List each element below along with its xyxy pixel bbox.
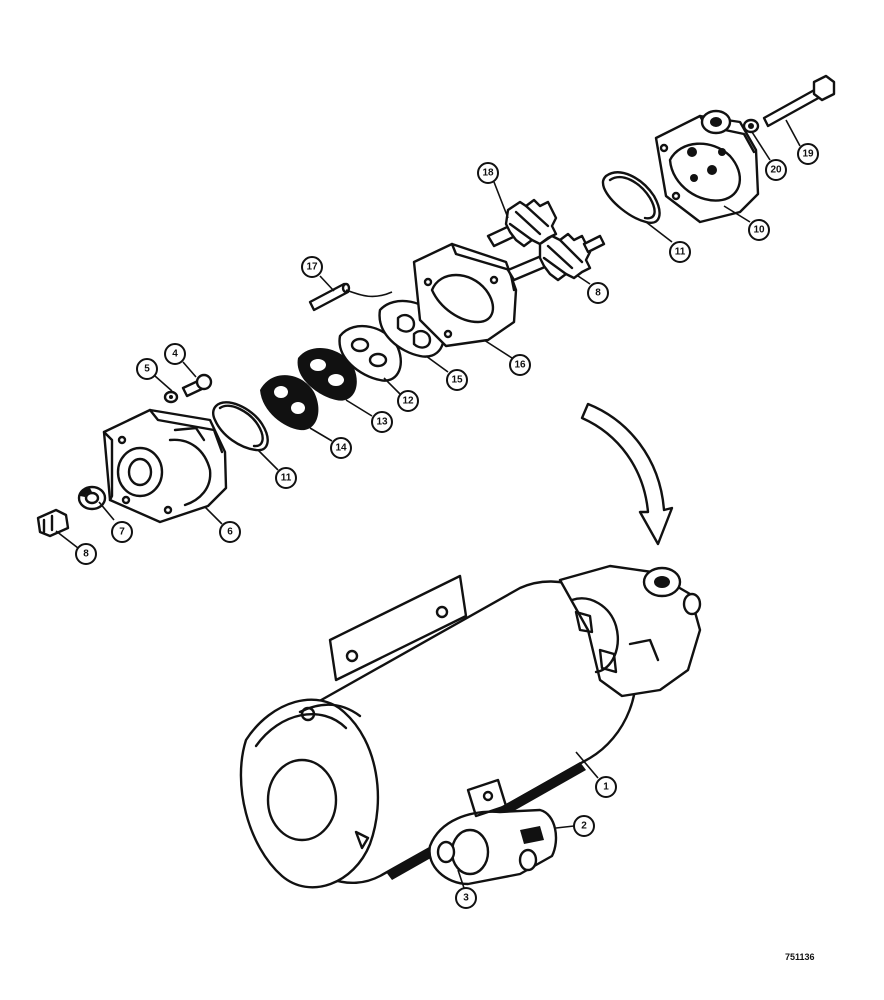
callout-label: 6	[227, 527, 233, 538]
callout-11-left: 11	[275, 467, 297, 489]
callout-label: 18	[482, 168, 494, 179]
callout-label: 14	[335, 443, 347, 454]
callout-7: 7	[111, 521, 133, 543]
part-13-seal-plate	[297, 347, 357, 401]
callout-label: 15	[451, 375, 463, 386]
callout-label: 2	[581, 821, 587, 832]
callout-17: 17	[301, 256, 323, 278]
part-9-drive-gear	[506, 232, 606, 282]
assembly-arrow	[580, 402, 674, 546]
part-11-seal-left	[212, 401, 269, 452]
callout-5: 5	[136, 358, 158, 380]
part-16-gear-housing	[412, 242, 518, 348]
callout-10: 10	[748, 219, 770, 241]
callout-11-right: 11	[669, 241, 691, 263]
callout-label: 1	[603, 782, 609, 793]
callout-3: 3	[455, 887, 477, 909]
callout-6: 6	[219, 521, 241, 543]
callout-13: 13	[371, 411, 393, 433]
part-14-wear-plate	[260, 375, 319, 431]
motor-assembly	[239, 564, 702, 889]
callout-label: 13	[376, 417, 388, 428]
part-19-bolt	[762, 74, 836, 128]
leader-lines	[55, 119, 801, 889]
callout-2: 2	[573, 815, 595, 837]
part-17-dowel-pin	[308, 282, 393, 312]
callout-14: 14	[330, 437, 352, 459]
callout-18: 18	[477, 162, 499, 184]
callout-label: 12	[402, 396, 414, 407]
callout-label: 11	[281, 473, 292, 484]
callout-16: 16	[509, 354, 531, 376]
callout-4: 4	[164, 343, 186, 365]
callout-label: 20	[770, 165, 782, 176]
callout-8-plug: 8	[75, 543, 97, 565]
callout-label: 4	[172, 349, 178, 360]
part-11-seal-right	[601, 171, 661, 224]
part-7-bushing	[77, 485, 107, 511]
callout-label: 7	[119, 527, 125, 538]
part-6-front-housing	[102, 408, 228, 524]
callout-label: 5	[144, 364, 150, 375]
reference-code: 751136	[785, 952, 815, 962]
callout-12: 12	[397, 390, 419, 412]
callout-label: 17	[306, 262, 318, 273]
callout-20: 20	[765, 159, 787, 181]
part-18-idler-gear	[486, 198, 558, 248]
callout-15: 15	[446, 369, 468, 391]
part-20-washer	[742, 118, 760, 134]
callout-19: 19	[797, 143, 819, 165]
callout-label: 16	[514, 360, 526, 371]
callout-label: 8	[83, 549, 89, 560]
callout-label: 8	[595, 288, 601, 299]
callout-label: 11	[675, 247, 686, 258]
callout-1: 1	[595, 776, 617, 798]
part-8-plug	[36, 508, 70, 538]
part-5-washer	[163, 390, 179, 404]
callout-8-gear: 8	[587, 282, 609, 304]
part-12-gasket	[338, 324, 403, 382]
callout-label: 10	[753, 225, 765, 236]
callout-label: 3	[463, 893, 469, 904]
callout-label: 19	[802, 149, 814, 160]
part-4-screw	[181, 373, 213, 398]
part-10-rear-cover	[654, 109, 760, 224]
